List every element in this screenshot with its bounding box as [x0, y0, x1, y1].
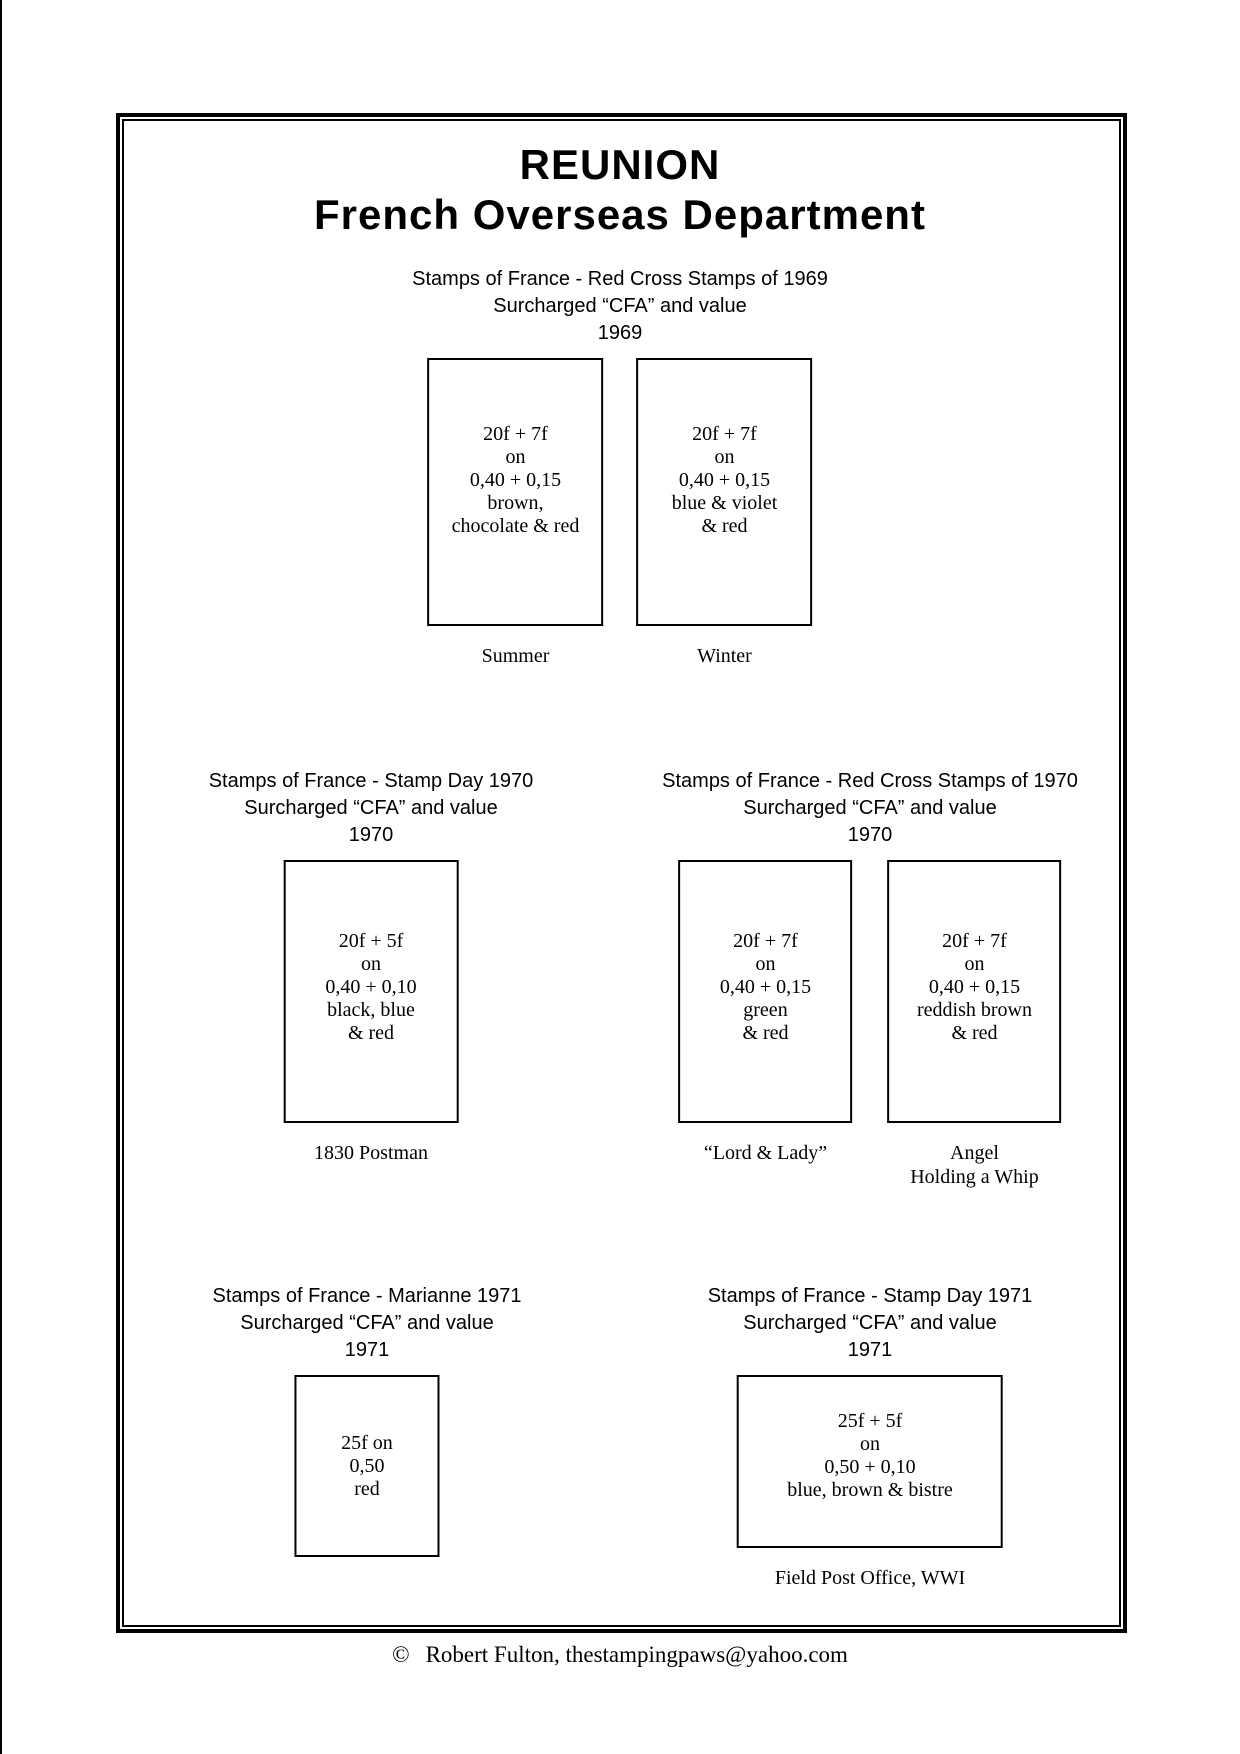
stamp-text-line: & red: [742, 1022, 789, 1044]
stamp-text-line: on: [964, 953, 985, 975]
section-header-line3: 1969: [597, 322, 643, 344]
stamp-text-line: 20f + 5f: [338, 930, 404, 952]
section-header-line3: 1971: [847, 1339, 893, 1361]
stamp-group-stamp-day-1970: Stamps of France - Stamp Day 1970 Surcha…: [209, 768, 534, 1165]
stamp-unit-winter: 20f + 7f on 0,40 + 0,15 blue & violet & …: [636, 358, 813, 668]
stamp-caption: Summer: [482, 644, 550, 668]
stamp-caption: “Lord & Lady”: [704, 1141, 827, 1165]
stamp-text-line: 0,40 + 0,15: [678, 468, 771, 491]
section-header-line3: 1970: [348, 824, 394, 846]
stamp-group-red-cross-1970: Stamps of France - Red Cross Stamps of 1…: [662, 768, 1078, 1189]
stamp-text-line: 20f + 7f: [942, 930, 1007, 952]
section-header-line2: Surcharged “CFA” and value: [244, 797, 498, 819]
stamp-caption-line: Winter: [697, 645, 752, 667]
stamp-box: 20f + 7f on 0,40 + 0,15 brown, chocolate…: [427, 358, 604, 626]
stamp-box: 20f + 7f on 0,40 + 0,15 green & red: [678, 860, 853, 1123]
page-title-line2: French Overseas Department: [314, 191, 926, 238]
section-header: Stamps of France - Red Cross Stamps of 1…: [662, 768, 1078, 849]
stamp-text-line: red: [354, 1477, 380, 1500]
section-header-line2: Surcharged “CFA” and value: [743, 1312, 997, 1334]
stamp-text-line: 0,50 + 0,10: [824, 1455, 916, 1478]
section-header: Stamps of France - Marianne 1971 Surchar…: [212, 1283, 521, 1364]
stamp-text-line: on: [860, 1432, 880, 1455]
stamp-box: 25f + 5f on 0,50 + 0,10 blue, brown & bi…: [737, 1375, 1003, 1548]
stamp-caption-line: Angel: [950, 1142, 999, 1164]
stamp-row: 25f + 5f on 0,50 + 0,10 blue, brown & bi…: [708, 1375, 1033, 1590]
copyright-footer: © Robert Fulton, thestampingpaws@yahoo.co…: [0, 1642, 1240, 1668]
stamp-text-line: 25f + 5f: [837, 1409, 903, 1432]
stamp-text-line: on: [505, 445, 526, 468]
stamp-row: 20f + 5f on 0,40 + 0,10 black, blue & re…: [209, 860, 534, 1165]
stamp-text-line: 0,40 + 0,15: [719, 976, 812, 998]
stamp-caption-line: Field Post Office, WWI: [774, 1567, 966, 1589]
stamp-group-stamp-day-1971: Stamps of France - Stamp Day 1971 Surcha…: [708, 1283, 1033, 1590]
stamp-text-line: & red: [347, 1022, 395, 1044]
stamp-text-line: on: [755, 953, 776, 975]
stamp-text-line: 20f + 7f: [692, 422, 757, 445]
stamp-row: 20f + 7f on 0,40 + 0,15 green & red “Lor…: [662, 860, 1078, 1189]
stamp-unit-summer: 20f + 7f on 0,40 + 0,15 brown, chocolate…: [427, 358, 604, 668]
section-header-line2: Surcharged “CFA” and value: [493, 295, 747, 317]
section-header-line1: Stamps of France - Red Cross Stamps of 1…: [412, 268, 828, 290]
stamp-group-marianne-1971: Stamps of France - Marianne 1971 Surchar…: [212, 1283, 522, 1557]
stamp-text-line: 0,40 + 0,15: [928, 976, 1021, 998]
page-title: REUNION French Overseas Department: [0, 140, 1240, 240]
stamp-box: 20f + 5f on 0,40 + 0,10 black, blue & re…: [283, 860, 459, 1123]
section-header: Stamps of France - Stamp Day 1971 Surcha…: [708, 1283, 1033, 1364]
stamp-box: 20f + 7f on 0,40 + 0,15 reddish brown & …: [887, 860, 1062, 1123]
stamp-row: 20f + 7f on 0,40 + 0,15 brown, chocolate…: [412, 358, 828, 668]
stamp-text-line: 0,50: [349, 1454, 385, 1477]
stamp-row: 25f on 0,50 red: [212, 1375, 521, 1557]
stamp-caption: 1830 Postman: [314, 1141, 428, 1165]
stamp-text-line: & red: [701, 514, 748, 537]
page-border-frame: [116, 113, 1127, 1633]
stamp-caption: Field Post Office, WWI: [775, 1566, 965, 1590]
section-header-line1: Stamps of France - Stamp Day 1971: [707, 1285, 1033, 1307]
stamp-text-line: 20f + 7f: [483, 422, 548, 445]
stamp-unit-marianne: 25f on 0,50 red: [294, 1375, 440, 1557]
copyright-text: Robert Fulton, thestampingpaws@yahoo.com: [425, 1642, 848, 1667]
stamp-text-line: 0,40 + 0,10: [325, 976, 417, 998]
stamp-text-line: reddish brown: [916, 999, 1032, 1021]
scan-edge-line: [0, 0, 2, 1754]
stamp-caption-line: Summer: [481, 645, 550, 667]
stamp-text-line: blue & violet: [671, 491, 778, 514]
stamp-unit-angel-holding-whip: 20f + 7f on 0,40 + 0,15 reddish brown & …: [887, 860, 1062, 1189]
stamp-caption: Winter: [697, 644, 752, 668]
stamp-unit-lord-and-lady: 20f + 7f on 0,40 + 0,15 green & red “Lor…: [678, 860, 853, 1165]
stamp-text-line: blue, brown & bistre: [787, 1478, 953, 1501]
stamp-text-line: 25f on: [341, 1431, 393, 1454]
section-header: Stamps of France - Red Cross Stamps of 1…: [412, 266, 828, 347]
stamp-text-line: on: [714, 445, 735, 468]
stamp-group-red-cross-1969: Stamps of France - Red Cross Stamps of 1…: [412, 266, 828, 668]
page-title-line1: REUNION: [519, 141, 721, 188]
stamp-unit-field-post-office: 25f + 5f on 0,50 + 0,10 blue, brown & bi…: [737, 1375, 1003, 1590]
section-header: Stamps of France - Stamp Day 1970 Surcha…: [209, 768, 534, 849]
stamp-caption-line: “Lord & Lady”: [703, 1142, 828, 1164]
section-header-line3: 1971: [344, 1339, 390, 1361]
stamp-text-line: brown,: [487, 491, 544, 514]
copyright-symbol: ©: [392, 1642, 410, 1667]
section-header-line2: Surcharged “CFA” and value: [240, 1312, 494, 1334]
stamp-text-line: on: [361, 953, 381, 975]
stamp-text-line: black, blue: [327, 999, 415, 1021]
stamp-text-line: 0,40 + 0,15: [469, 468, 562, 491]
stamp-text-line: green: [743, 999, 788, 1021]
stamp-caption-line: 1830 Postman: [314, 1142, 428, 1164]
section-header-line1: Stamps of France - Red Cross Stamps of 1…: [662, 770, 1078, 792]
section-header-line3: 1970: [847, 824, 893, 846]
stamp-caption-line: Holding a Whip: [910, 1166, 1039, 1188]
stamp-unit-1830-postman: 20f + 5f on 0,40 + 0,10 black, blue & re…: [283, 860, 459, 1165]
stamp-text-line: & red: [951, 1022, 998, 1044]
stamp-caption: Angel Holding a Whip: [910, 1141, 1039, 1189]
stamp-box: 20f + 7f on 0,40 + 0,15 blue & violet & …: [636, 358, 813, 626]
section-header-line2: Surcharged “CFA” and value: [743, 797, 997, 819]
stamp-box: 25f on 0,50 red: [294, 1375, 440, 1557]
stamp-text-line: chocolate & red: [451, 514, 580, 537]
page-border-frame-inner: [122, 119, 1121, 1627]
stamp-text-line: 20f + 7f: [733, 930, 798, 952]
section-header-line1: Stamps of France - Marianne 1971: [212, 1285, 522, 1307]
section-header-line1: Stamps of France - Stamp Day 1970: [208, 770, 534, 792]
